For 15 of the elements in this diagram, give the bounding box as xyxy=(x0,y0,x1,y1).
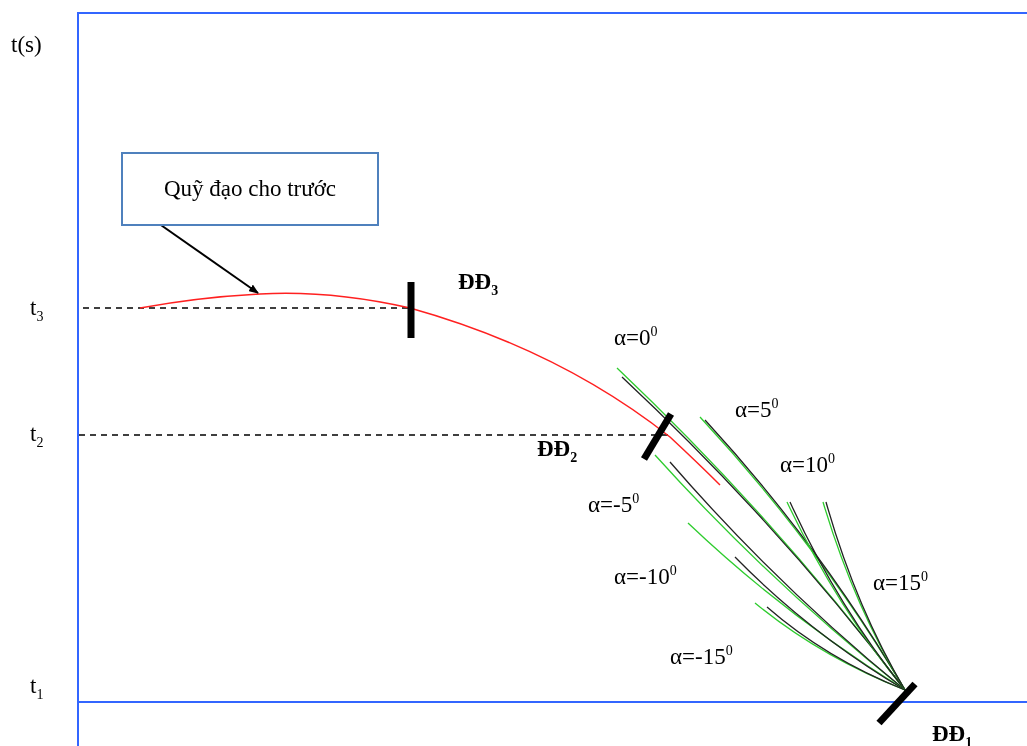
marker-label: ĐĐ$_{2}$ xyxy=(537,437,578,465)
angle-label: α=-10$^{0}$ xyxy=(614,564,677,588)
tick-label: t$_{3}$ xyxy=(30,296,44,324)
marker-label: ĐĐ$_{1}$ xyxy=(932,722,973,746)
marker-label: ĐĐ$_{3}$ xyxy=(458,270,499,298)
angle-label: α=-15$^{0}$ xyxy=(670,644,733,668)
callout-box: Quỹ đạo cho trước xyxy=(121,152,379,226)
axis-label: t(s) xyxy=(11,33,42,56)
tick-label: t$_{1}$ xyxy=(30,674,44,702)
angle-label: α=10$^{0}$ xyxy=(780,452,836,476)
angle-label: α=-5$^{0}$ xyxy=(588,492,640,516)
angle-label: α=0$^{0}$ xyxy=(614,325,658,349)
angle-label: α=15$^{0}$ xyxy=(873,570,929,594)
tick-label: t$_{2}$ xyxy=(30,422,44,450)
angle-label: α=5$^{0}$ xyxy=(735,397,779,421)
